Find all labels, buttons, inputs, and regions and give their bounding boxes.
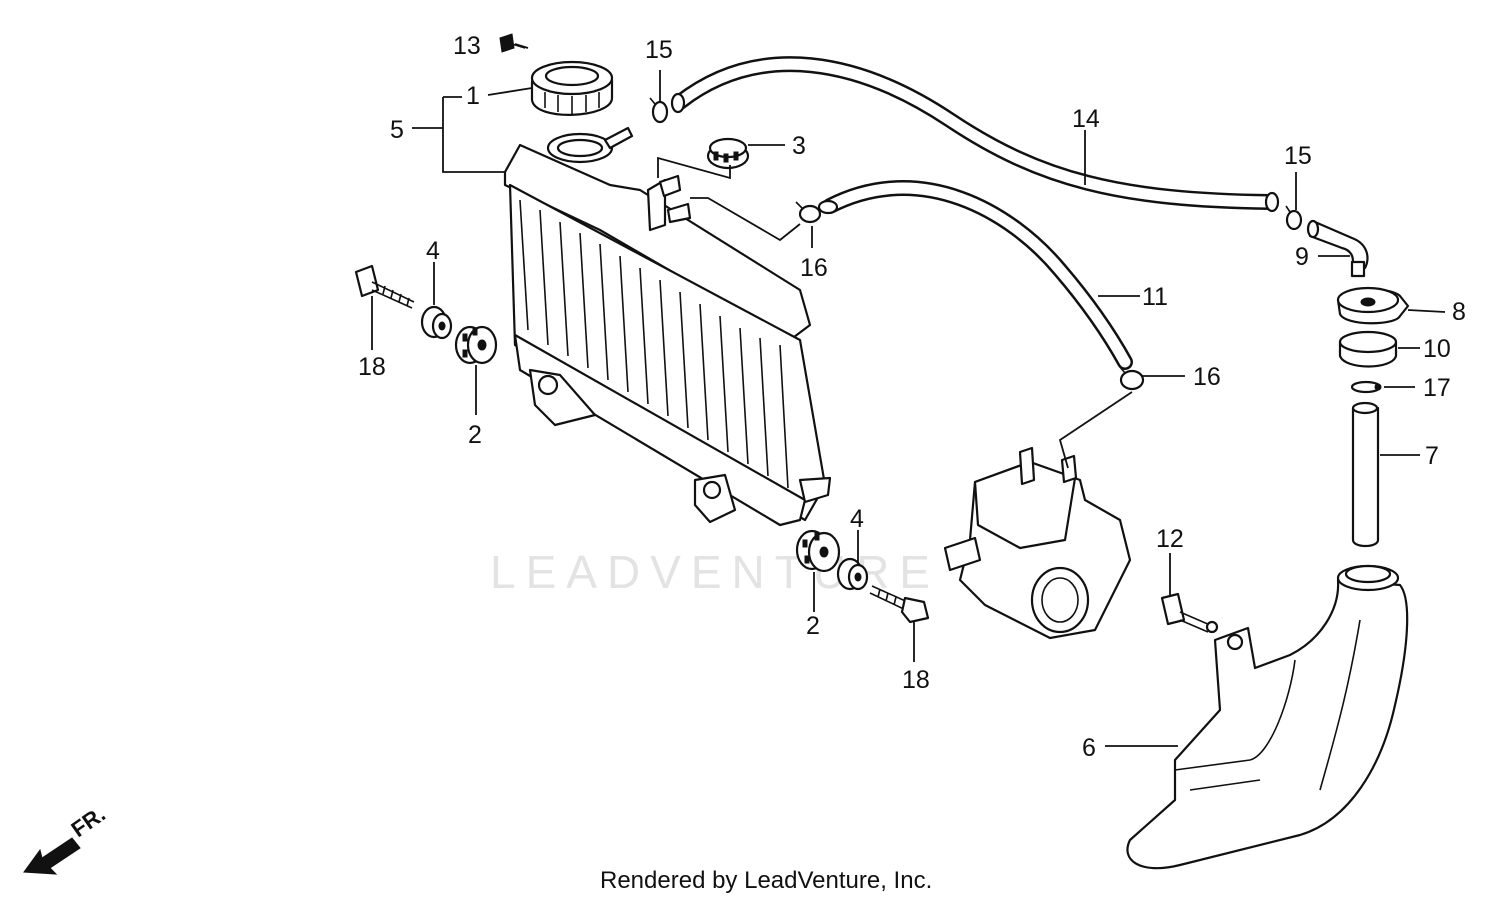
callout-4-right: 4 [850, 505, 864, 533]
hose-clamp-15-left[interactable] [649, 97, 669, 124]
grommet-2-left[interactable] [454, 325, 498, 365]
radiator-cap[interactable] [530, 60, 614, 116]
callout-2-right: 2 [806, 612, 820, 640]
callout-7: 7 [1425, 442, 1439, 470]
callout-5: 5 [390, 116, 404, 144]
callout-15-right: 15 [1284, 142, 1312, 170]
callout-14: 14 [1072, 105, 1100, 133]
hose-clamp-16-lower[interactable] [1119, 366, 1145, 391]
reserve-tube[interactable] [1351, 401, 1380, 548]
collar-4-right[interactable] [836, 557, 869, 591]
callout-6: 6 [1082, 734, 1096, 762]
callout-16-upper: 16 [800, 254, 828, 282]
callout-10: 10 [1423, 335, 1451, 363]
collar-4-left[interactable] [420, 305, 453, 340]
callout-18-right: 18 [902, 666, 930, 694]
radiator[interactable] [503, 126, 832, 527]
callout-4-left: 4 [426, 237, 440, 265]
screw-13[interactable] [499, 33, 526, 53]
engine-reference [943, 446, 1132, 640]
reserve-tank[interactable] [1126, 564, 1409, 870]
callout-15-left: 15 [645, 36, 673, 64]
bolt-12[interactable] [1160, 592, 1219, 634]
callout-11: 11 [1142, 283, 1168, 311]
front-direction-arrow: FR. [23, 801, 110, 875]
hose-clamp-15-right[interactable] [1285, 205, 1303, 231]
callout-labels: 1 2 2 3 4 4 5 6 7 8 9 10 11 12 13 14 15 … [358, 32, 1466, 762]
hose-clamp-16-upper[interactable] [795, 201, 822, 224]
callout-16-lower: 16 [1193, 363, 1221, 391]
clip-17[interactable] [1350, 380, 1382, 394]
bolt-18-left[interactable] [354, 264, 415, 309]
bolt-18-right[interactable] [869, 585, 930, 624]
callout-12: 12 [1156, 525, 1184, 553]
callout-9: 9 [1295, 243, 1309, 271]
callout-8: 8 [1452, 298, 1466, 326]
footer-credit: Rendered by LeadVenture, Inc. [600, 867, 932, 894]
watermark: LEADVENTURE [490, 546, 940, 598]
reserve-tank-cap[interactable] [1336, 286, 1410, 325]
callout-2-left: 2 [468, 421, 482, 449]
seal-ring[interactable] [1338, 330, 1398, 368]
hose-joint[interactable] [1306, 219, 1369, 278]
overflow-hose[interactable] [670, 56, 1280, 213]
callout-1: 1 [466, 82, 480, 110]
leader-lines [371, 43, 1446, 747]
callout-18-left: 18 [358, 353, 386, 381]
callout-3: 3 [792, 132, 806, 160]
callout-13: 13 [453, 32, 481, 60]
front-label: FR. [67, 801, 110, 842]
grommet-2-right[interactable] [795, 529, 841, 573]
callout-17: 17 [1423, 374, 1451, 402]
siphon-hose[interactable] [817, 180, 1133, 370]
cushion-grommet[interactable] [706, 137, 750, 170]
